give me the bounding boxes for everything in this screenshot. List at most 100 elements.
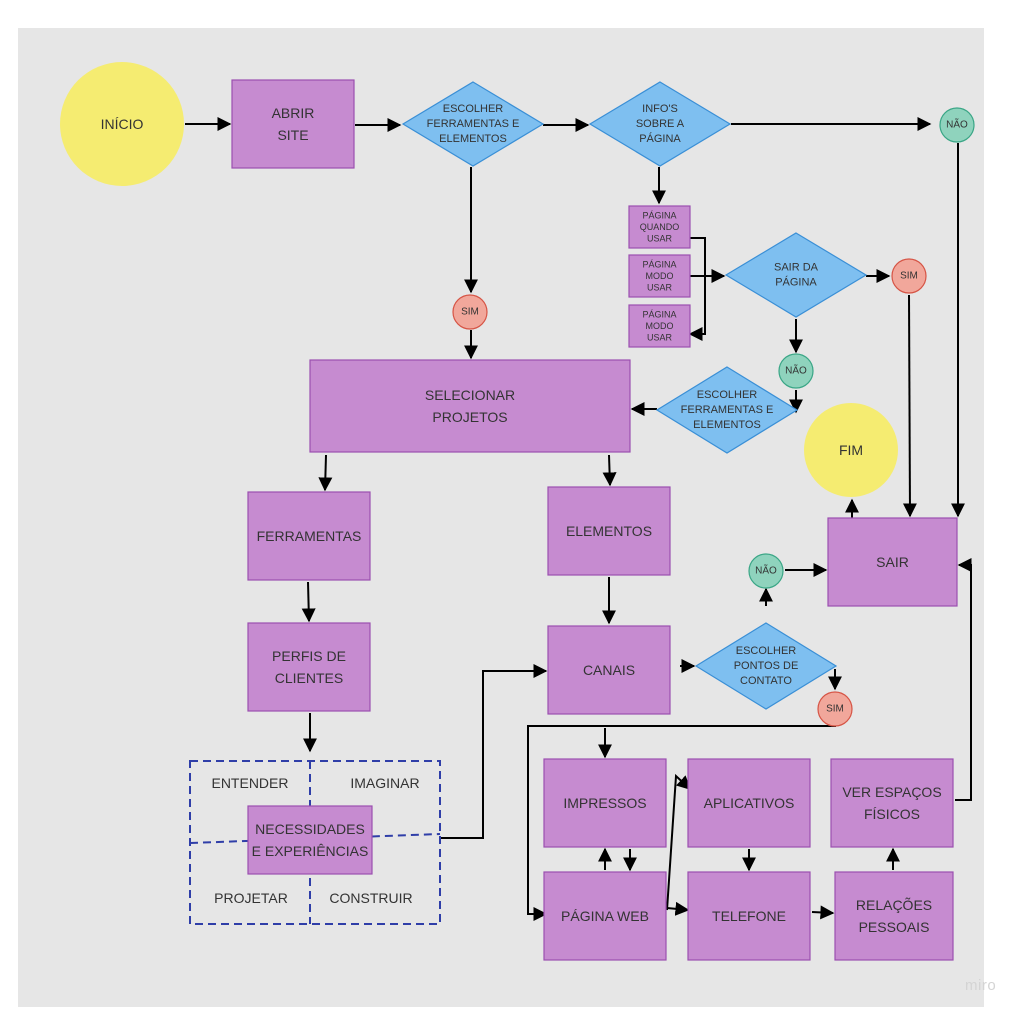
- canais-shape: [547, 625, 671, 715]
- aplicativos-process[interactable]: APLICATIVOS: [687, 758, 811, 848]
- ver-espacos-label: VER ESPAÇOS: [842, 784, 941, 800]
- pagina-web-process[interactable]: PÁGINA WEB: [543, 871, 667, 961]
- ver-espacos-shape: [830, 758, 954, 848]
- elementos-shape: [547, 486, 671, 576]
- escolher-pontos-decision[interactable]: ESCOLHER PONTOS DE CONTATO: [694, 622, 838, 710]
- telefone-process[interactable]: TELEFONE: [687, 871, 811, 961]
- fim-label: FIM: [839, 442, 863, 458]
- connector-arrow-16: [318, 454, 333, 492]
- sim-2-shape: [891, 258, 927, 294]
- escolher-pontos-shape: [694, 622, 838, 710]
- impressos-label: IMPRESSOS: [563, 795, 646, 811]
- necessidades-shape: [247, 805, 373, 875]
- pag-quando-shape: [628, 205, 691, 249]
- relacoes-shape: [834, 871, 954, 961]
- abrir-site-process[interactable]: ABRIR SITE: [231, 79, 355, 169]
- connector-arrow-12: [902, 294, 917, 518]
- connector-arrow-17: [602, 454, 617, 487]
- connector-arrow-32: [666, 901, 690, 916]
- connector-arrow-9: [688, 237, 706, 341]
- pag-modo-1-shape: [628, 254, 691, 298]
- whiteboard-canvas: [18, 28, 984, 1007]
- escolher-2-label: FERRAMENTAS E: [681, 404, 774, 416]
- pag-quando-label: USAR: [647, 234, 673, 244]
- telefone-shape: [687, 871, 811, 961]
- pagina-web-label: PÁGINA WEB: [561, 908, 649, 924]
- sim-1-yes[interactable]: SIM: [452, 294, 488, 330]
- sim-1-label: SIM: [461, 307, 479, 318]
- relacoes-process[interactable]: RELAÇÕES PESSOAIS: [834, 871, 954, 961]
- sim-2-yes[interactable]: SIM: [891, 258, 927, 294]
- elementos-process[interactable]: ELEMENTOS: [547, 486, 671, 576]
- impressos-shape: [543, 758, 667, 848]
- perfis-shape: [247, 622, 371, 712]
- pag-quando-label: QUANDO: [640, 222, 680, 232]
- pag-modo-1-label: MODO: [646, 271, 674, 281]
- aplicativos-label: APLICATIVOS: [704, 795, 795, 811]
- nao-3-label: NÃO: [755, 564, 777, 577]
- canais-process[interactable]: CANAIS: [547, 625, 671, 715]
- necessidades-label: E EXPERIÊNCIAS: [252, 843, 369, 859]
- sim-3-yes[interactable]: SIM: [817, 691, 853, 727]
- pag-modo-1-process[interactable]: PÁGINA MODO USAR: [628, 254, 691, 298]
- fim-shape: [804, 403, 898, 497]
- nao-2-no[interactable]: NÃO: [778, 353, 814, 389]
- escolher-1-shape: [401, 81, 545, 167]
- connector-arrow-31: [666, 773, 692, 911]
- abrir-site-shape: [231, 79, 355, 169]
- sair-process[interactable]: SAIR: [827, 517, 958, 607]
- pag-modo-2-shape: [628, 304, 691, 348]
- group-label-construir: CONSTRUIR: [329, 890, 412, 906]
- nao-3-no[interactable]: NÃO: [748, 553, 784, 589]
- escolher-pontos-label: ESCOLHER: [736, 645, 797, 657]
- ver-espacos-process[interactable]: VER ESPAÇOS FÍSICOS: [830, 758, 954, 848]
- impressos-process[interactable]: IMPRESSOS: [543, 758, 667, 848]
- sair-pagina-shape: [724, 232, 868, 318]
- relacoes-label: RELAÇÕES: [856, 897, 932, 913]
- pag-quando-process[interactable]: PÁGINA QUANDO USAR: [628, 205, 691, 249]
- sim-3-shape: [817, 691, 853, 727]
- fim-terminal[interactable]: FIM: [804, 403, 898, 497]
- nao-2-shape: [778, 353, 814, 389]
- sim-3-label: SIM: [826, 704, 844, 715]
- elementos-label: ELEMENTOS: [566, 523, 652, 539]
- escolher-1-label: FERRAMENTAS E: [427, 118, 520, 130]
- connector-arrow-27: [527, 725, 836, 921]
- pag-quando-label: PÁGINA: [642, 210, 676, 220]
- ver-espacos-label: FÍSICOS: [864, 806, 920, 822]
- nao-1-no[interactable]: NÃO: [939, 107, 975, 143]
- connector-arrow-19: [301, 581, 316, 623]
- infos-label: INFO'S: [642, 103, 678, 115]
- group-divider-horizontal: [189, 833, 441, 844]
- abrir-site-label: ABRIR: [272, 105, 315, 121]
- pag-modo-1-label: PÁGINA: [642, 259, 676, 269]
- escolher-pontos-label: CONTATO: [740, 675, 792, 687]
- ferramentas-shape: [247, 491, 371, 581]
- pagina-web-shape: [543, 871, 667, 961]
- connector-arrow-26: [441, 664, 548, 839]
- relacoes-label: PESSOAIS: [859, 919, 930, 935]
- inicio-terminal[interactable]: INÍCIO: [60, 62, 184, 186]
- connector-arrow-36: [955, 558, 972, 801]
- abrir-site-label: SITE: [277, 127, 308, 143]
- ferramentas-process[interactable]: FERRAMENTAS: [247, 491, 371, 581]
- infos-label: PÁGINA: [639, 132, 681, 145]
- canais-label: CANAIS: [583, 662, 635, 678]
- group-label-projetar: PROJETAR: [214, 890, 288, 906]
- selecionar-label: PROJETOS: [432, 409, 507, 425]
- nao-3-shape: [748, 553, 784, 589]
- nao-1-label: NÃO: [946, 118, 968, 131]
- escolher-pontos-label: PONTOS DE: [734, 660, 799, 672]
- pag-modo-1-label: USAR: [647, 283, 673, 293]
